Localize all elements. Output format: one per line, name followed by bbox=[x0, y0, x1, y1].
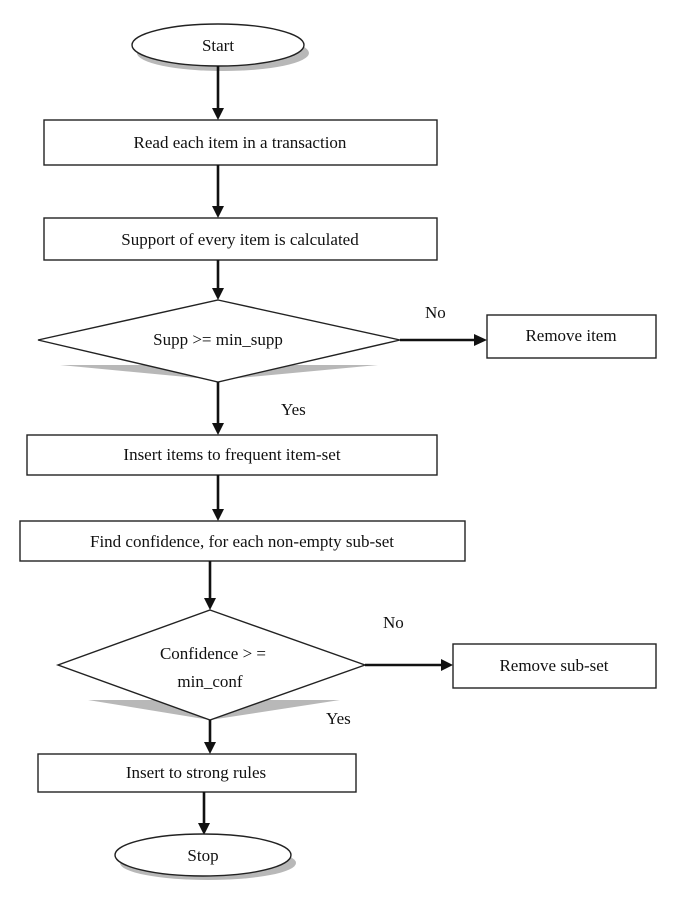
conf-decision-line1: Confidence > = bbox=[160, 644, 266, 663]
arrowhead-insert-to-confidence bbox=[212, 509, 224, 521]
arrowhead-start-to-read bbox=[212, 108, 224, 120]
conf-no-label: No bbox=[383, 613, 404, 632]
stop-label: Stop bbox=[187, 846, 218, 865]
insert-frequent-box: Insert items to frequent item-set bbox=[26, 434, 438, 476]
arrowhead-read-to-support bbox=[212, 206, 224, 218]
start-terminal: Start bbox=[131, 23, 309, 71]
remove-item-label: Remove item bbox=[525, 326, 616, 345]
arrowhead-support-to-decision bbox=[212, 288, 224, 300]
remove-subset-box: Remove sub-set bbox=[452, 643, 657, 689]
arrowhead-conf-yes bbox=[204, 742, 216, 754]
supp-yes-label: Yes bbox=[281, 400, 306, 419]
conf-decision-diamond: Confidence > = min_conf bbox=[55, 609, 368, 721]
read-items-box: Read each item in a transaction bbox=[43, 119, 438, 166]
find-confidence-label: Find confidence, for each non-empty sub-… bbox=[90, 532, 394, 551]
stop-terminal: Stop bbox=[114, 833, 296, 880]
remove-subset-label: Remove sub-set bbox=[499, 656, 608, 675]
start-label: Start bbox=[202, 36, 234, 55]
arrowhead-conf-no bbox=[441, 659, 453, 671]
conf-decision-line2: min_conf bbox=[177, 672, 242, 691]
supp-decision-label: Supp >= min_supp bbox=[153, 330, 283, 349]
insert-strong-label: Insert to strong rules bbox=[126, 763, 266, 782]
arrowhead-supp-no bbox=[474, 334, 487, 346]
insert-strong-box: Insert to strong rules bbox=[37, 753, 357, 793]
insert-frequent-label: Insert items to frequent item-set bbox=[123, 445, 340, 464]
arrowhead-supp-yes bbox=[212, 423, 224, 435]
supp-decision-diamond: Supp >= min_supp bbox=[37, 299, 401, 383]
remove-item-box: Remove item bbox=[486, 314, 657, 359]
arrowhead-confidence-to-decision bbox=[204, 598, 216, 610]
support-calc-box: Support of every item is calculated bbox=[43, 217, 438, 261]
supp-no-label: No bbox=[425, 303, 446, 322]
read-items-label: Read each item in a transaction bbox=[134, 133, 347, 152]
support-calc-label: Support of every item is calculated bbox=[121, 230, 359, 249]
conf-yes-label: Yes bbox=[326, 709, 351, 728]
arrowhead-strong-to-stop bbox=[198, 823, 210, 835]
find-confidence-box: Find confidence, for each non-empty sub-… bbox=[19, 520, 466, 562]
